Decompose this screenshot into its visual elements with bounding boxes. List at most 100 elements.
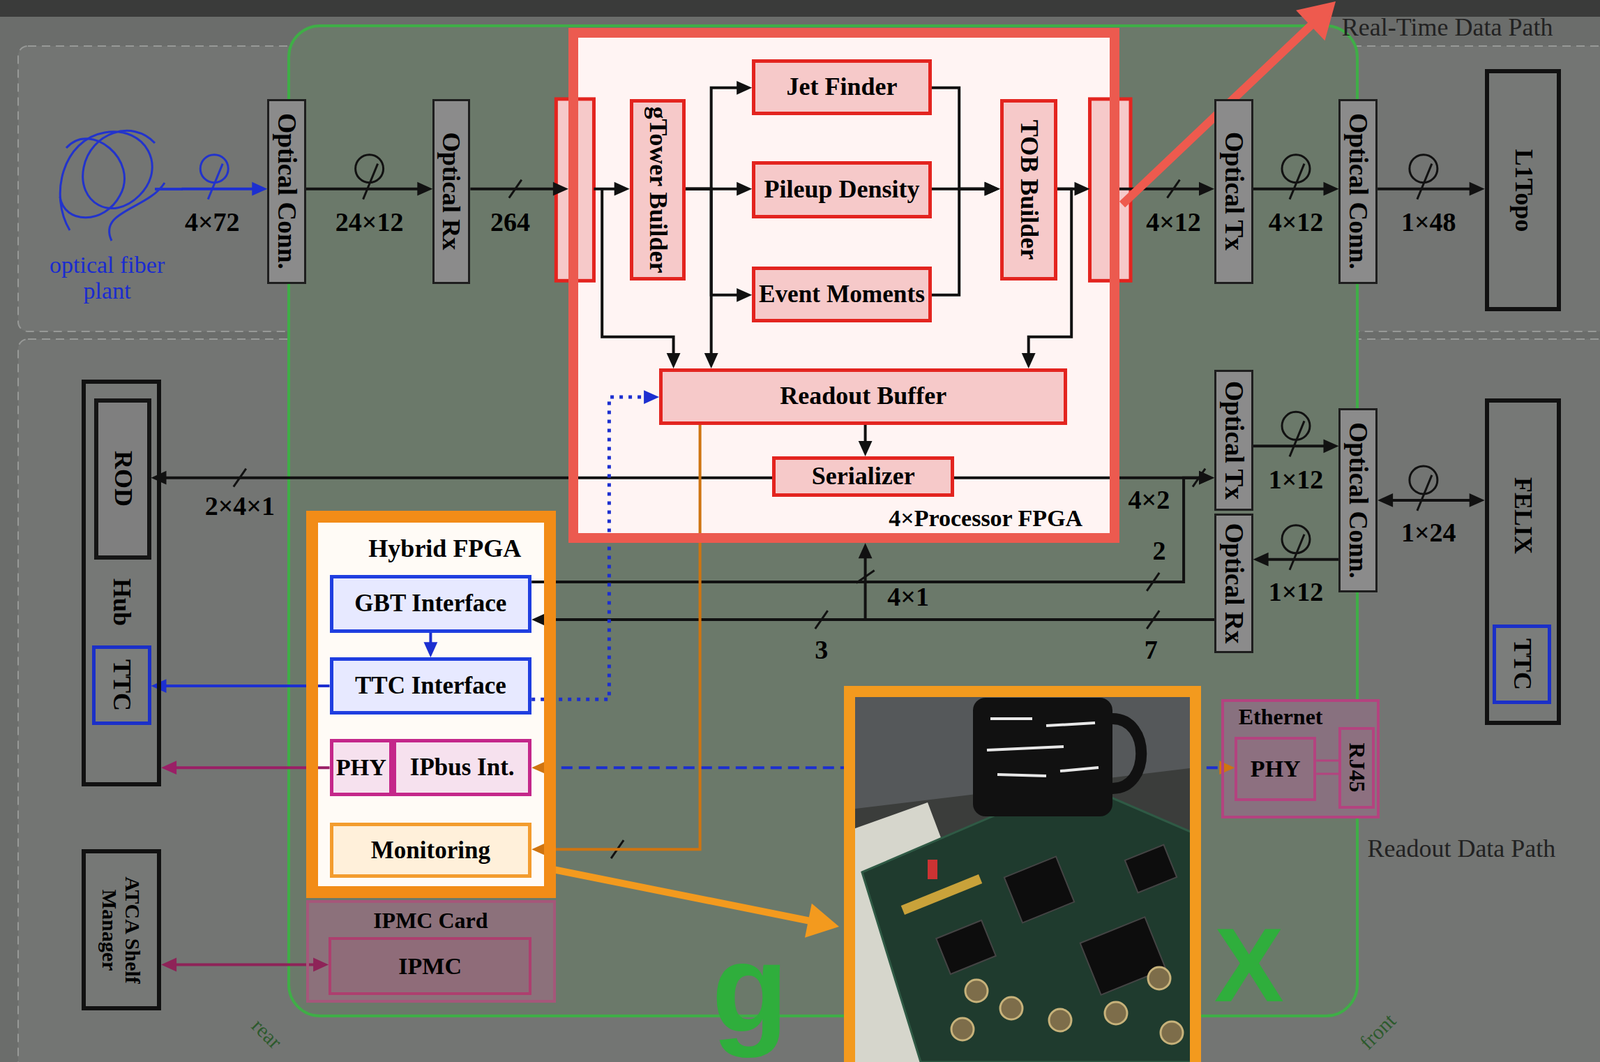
firmware-block: TOB Builder	[1000, 99, 1058, 281]
fiber-bundle-symbol	[1281, 525, 1310, 554]
chip	[1125, 844, 1177, 893]
box-label: Hybrid FPGA	[368, 534, 522, 563]
annotation: 7	[1144, 635, 1158, 665]
arrowhead	[1021, 352, 1036, 369]
connector	[954, 470, 1215, 485]
firmware-block: Serializer	[772, 456, 954, 498]
arrowhead	[417, 182, 433, 196]
annotation: g	[711, 924, 789, 1051]
edge-label: 1×24	[1401, 518, 1457, 548]
data-path-region	[18, 46, 1600, 332]
edge-label: 4×2	[1128, 485, 1171, 515]
connector	[858, 424, 873, 457]
fiber-bundle-symbol	[200, 154, 229, 183]
connector	[931, 87, 1001, 196]
ttc-box: TTC	[92, 645, 152, 725]
ethernet-box: EthernetPHYRJ45	[1221, 698, 1380, 819]
mug-print	[990, 717, 1033, 720]
optical-receiver: Optical Rx	[432, 99, 471, 284]
box-label: Optical Rx	[437, 132, 466, 251]
connector-line	[1253, 444, 1327, 448]
box-label: Ethernet	[1238, 705, 1324, 730]
annotation: rear	[247, 1012, 287, 1052]
connector	[1377, 493, 1485, 508]
box-label: Hub	[107, 578, 136, 626]
system-box: FELIXTTC	[1484, 398, 1562, 725]
connector	[531, 424, 700, 857]
fiber-bundle-symbol	[363, 163, 379, 200]
connector-line	[1377, 187, 1473, 191]
interface-block: IPbus Int.	[392, 738, 532, 796]
connector	[1253, 182, 1340, 196]
mug-print	[986, 746, 1064, 750]
ipmc-card: IPMC CardIPMC	[306, 899, 556, 1002]
arrowhead	[251, 182, 268, 196]
annotation: Readout Data Path	[1367, 834, 1556, 863]
box-label: Optical Conn.	[1344, 113, 1373, 270]
photo-ground	[849, 691, 1196, 1062]
annotation: X	[1214, 912, 1285, 1017]
connector	[161, 957, 329, 972]
rod-box: ROD	[94, 398, 152, 560]
annotation: Real-Time Data Path	[1341, 13, 1554, 42]
arrowhead	[1469, 493, 1485, 508]
fiber-bundle-symbol	[1289, 534, 1305, 570]
capacitor	[1160, 1021, 1183, 1044]
fiber-bundle-symbol	[1281, 154, 1310, 183]
arrowhead	[858, 440, 873, 457]
box-label: optical fiber plant	[35, 251, 179, 305]
photo-frame	[849, 691, 1196, 1062]
box-label: Optical Conn.	[1344, 421, 1373, 578]
fiber-bundle-symbol	[1417, 163, 1432, 200]
box-label: PHY	[336, 753, 387, 781]
arrowhead	[1469, 182, 1485, 196]
internal-wire	[594, 187, 618, 191]
connector-line	[163, 684, 330, 688]
arrowhead	[1323, 182, 1340, 196]
box-label: GBT Interface	[354, 590, 507, 618]
connector-line	[1253, 187, 1327, 191]
connector	[1253, 552, 1340, 567]
box-label: Optical Conn.	[272, 113, 302, 270]
connector	[424, 632, 439, 658]
optical-connector: Optical Conn.	[267, 99, 307, 284]
arrowhead	[736, 288, 752, 303]
connector	[161, 760, 330, 775]
connector-line	[163, 476, 773, 480]
connector-line	[685, 87, 741, 190]
firmware-block: Pileup Density	[751, 161, 932, 219]
arrowhead	[1198, 182, 1215, 196]
edge-label: 4×12	[1268, 207, 1324, 238]
box-label: FELIX	[1508, 477, 1537, 554]
connector-line	[181, 187, 255, 191]
firmware-block: Event Moments	[751, 266, 932, 323]
phy-block: PHY	[1234, 736, 1317, 801]
box-label: Pileup Density	[763, 175, 920, 204]
optical-connector: Optical Conn.	[1338, 408, 1378, 592]
arrowhead	[984, 182, 1001, 196]
box-label: Readout Buffer	[779, 382, 947, 411]
arrowhead	[1198, 470, 1215, 485]
connector	[470, 182, 569, 196]
arrowhead	[736, 80, 752, 95]
callout-arrow	[546, 867, 811, 921]
fiber-bundle-symbol	[1289, 420, 1305, 457]
jack-link	[1316, 772, 1339, 775]
phy-block: PHY	[329, 738, 394, 796]
arrowhead	[643, 389, 660, 404]
box-label: TOB Builder	[1014, 119, 1043, 260]
fiber-knot	[109, 182, 165, 241]
connector	[151, 678, 330, 693]
optical-transmitter: Optical Tx	[1214, 99, 1254, 284]
arrowhead	[553, 182, 569, 196]
arrowhead	[736, 182, 752, 196]
connector	[1377, 182, 1485, 196]
arrowhead	[984, 182, 1001, 196]
jack-link	[1316, 758, 1339, 761]
edge-label: 2	[1152, 536, 1166, 566]
firmware-block: Jet Finder	[751, 59, 932, 116]
edge-label: 1×12	[1268, 465, 1324, 495]
monitoring-block: Monitoring	[329, 822, 533, 878]
fiber-plant: optical fiber plant	[35, 112, 182, 307]
connector-line	[954, 476, 1203, 480]
